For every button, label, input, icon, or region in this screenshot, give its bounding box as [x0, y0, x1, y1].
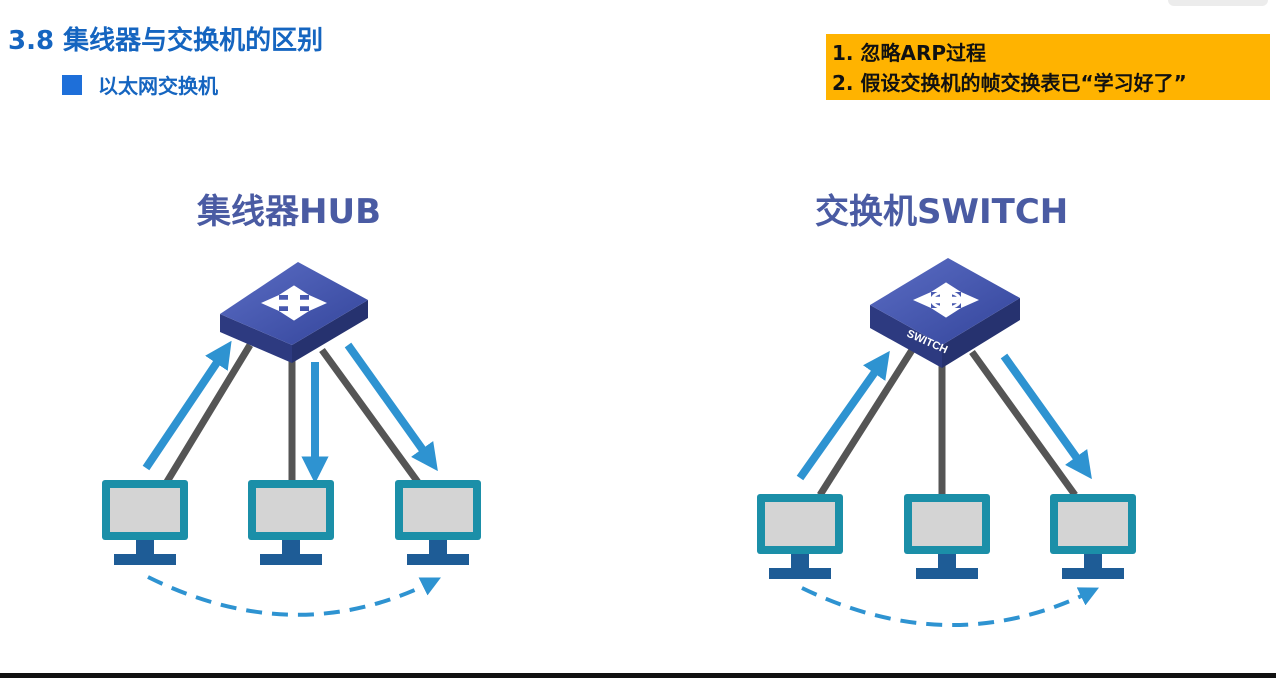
hub-pc-right-icon	[395, 480, 481, 565]
hub-label: 集线器HUB	[197, 192, 381, 232]
switch-pc-right-icon	[1050, 494, 1136, 579]
hub-dashed-path	[147, 575, 441, 617]
assumption-note-1: 1. 忽略ARP过程	[832, 41, 987, 65]
switch-pc-middle-icon	[904, 494, 990, 579]
switch-traffic-arrows	[796, 350, 1092, 481]
corner-decoration	[1168, 0, 1268, 6]
section-heading-text: 以太网交换机	[98, 74, 218, 98]
hub-pc-middle-icon	[248, 480, 334, 565]
assumptions-note-box: 1. 忽略ARP过程 2. 假设交换机的帧交换表已“学习好了”	[826, 34, 1270, 100]
hub-traffic-arrows	[142, 340, 438, 484]
switch-dashed-path	[801, 586, 1099, 627]
hub-device-icon	[220, 262, 368, 363]
switch-cables	[817, 348, 1078, 498]
assumption-note-2: 2. 假设交换机的帧交换表已“学习好了”	[832, 71, 1187, 95]
switch-label: 交换机SWITCH	[815, 192, 1069, 232]
switch-pc-left-icon	[757, 494, 843, 579]
hub-cables	[162, 343, 423, 488]
page-title: 3.8 集线器与交换机的区别	[8, 26, 324, 56]
bottom-border	[0, 673, 1276, 678]
hub-pc-left-icon	[102, 480, 188, 565]
switch-device-icon: SWITCH	[870, 258, 1020, 368]
section-heading: 以太网交换机	[62, 70, 218, 99]
square-bullet-icon	[62, 74, 82, 95]
